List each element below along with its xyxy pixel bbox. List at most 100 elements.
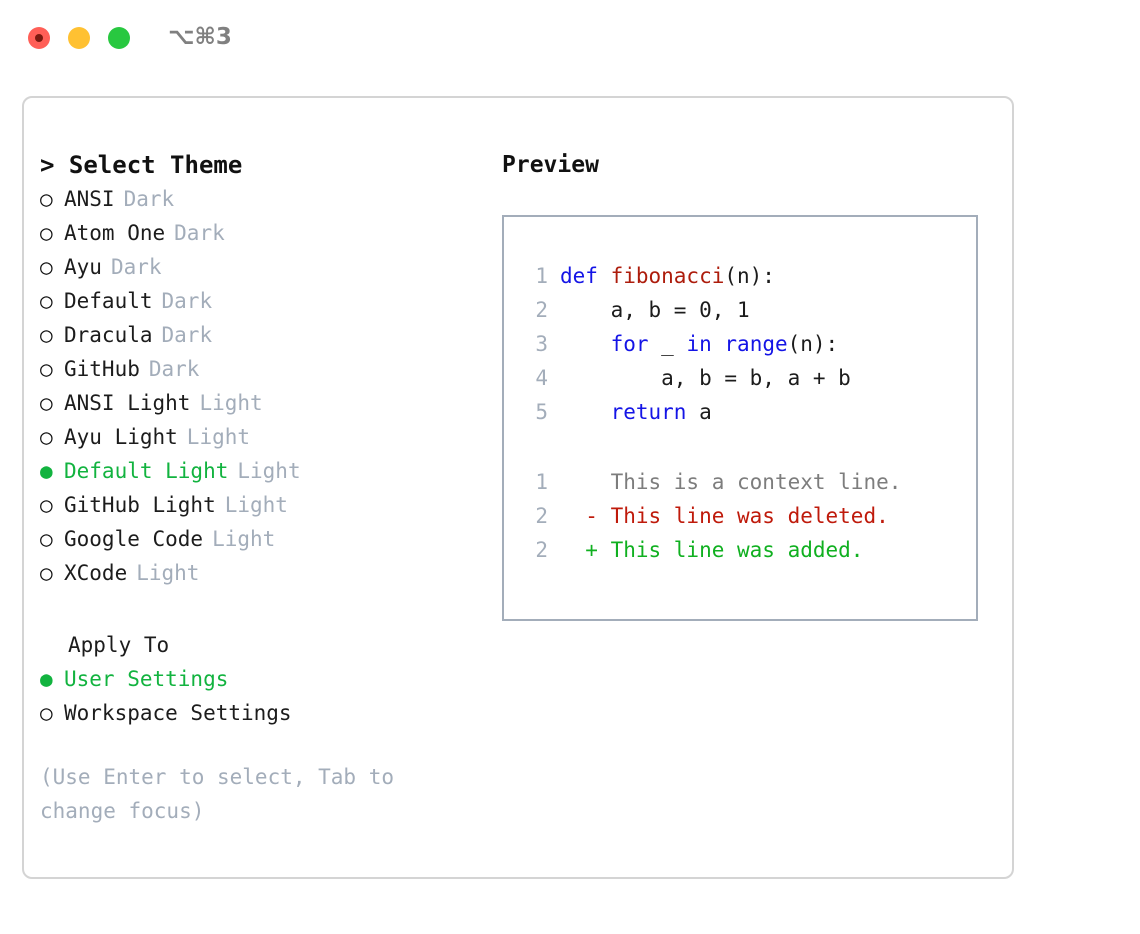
code-line: 4 a, b = b, a + b xyxy=(522,361,901,395)
theme-variant-badge: Light xyxy=(199,391,263,415)
code-token: a, b = b, a + b xyxy=(560,366,851,390)
radio-empty-icon: ○ xyxy=(40,701,53,725)
apply-to-list: ● User Settings ○ Workspace Settings xyxy=(40,662,490,730)
apply-to-option-label: Workspace Settings xyxy=(64,701,292,725)
diff-text: This line was deleted. xyxy=(610,504,889,528)
code-token: a xyxy=(686,400,712,424)
theme-option-xcode[interactable]: ○ XCode Light xyxy=(40,556,490,590)
preview-header: Preview xyxy=(502,152,599,178)
theme-option-label: Ayu Light xyxy=(64,425,178,449)
apply-to-option-workspace-settings[interactable]: ○ Workspace Settings xyxy=(40,696,490,730)
theme-option-ansi[interactable]: ○ ANSI Dark xyxy=(40,182,490,216)
theme-option-label: Dracula xyxy=(64,323,153,347)
section-spacer xyxy=(40,590,490,628)
code-line: 3 for _ in range(n): xyxy=(522,327,901,361)
theme-variant-badge: Light xyxy=(136,561,200,585)
select-theme-header: > Select Theme xyxy=(40,151,243,179)
diff-separator xyxy=(522,429,901,465)
theme-option-label: Atom One xyxy=(64,221,166,245)
radio-empty-icon: ○ xyxy=(40,493,53,517)
apply-to-option-label: User Settings xyxy=(64,667,229,691)
radio-empty-icon: ○ xyxy=(40,323,53,347)
theme-variant-badge: Light xyxy=(212,527,276,551)
theme-variant-badge: Dark xyxy=(161,289,213,313)
theme-option-label: ANSI Light xyxy=(64,391,191,415)
theme-option-label: Default xyxy=(64,289,153,313)
hint-spacer xyxy=(40,730,490,760)
theme-variant-badge: Dark xyxy=(123,187,175,211)
line-number: 5 xyxy=(535,400,548,424)
code-token: def xyxy=(560,264,611,288)
line-number: 2 xyxy=(535,298,548,322)
theme-option-label: GitHub Light xyxy=(64,493,216,517)
theme-variant-badge: Light xyxy=(186,425,251,449)
code-token: for xyxy=(610,332,649,356)
theme-variant-badge: Dark xyxy=(161,323,213,347)
apply-to-header: Apply To xyxy=(68,633,170,657)
code-token: (n): xyxy=(724,264,775,288)
keyboard-hint-text: (Use Enter to select, Tab to change focu… xyxy=(40,765,407,823)
diff-text: This is a context line. xyxy=(610,470,902,494)
code-token xyxy=(560,327,611,361)
code-token xyxy=(560,395,611,429)
window-controls xyxy=(28,27,130,49)
code-token: fibonacci xyxy=(610,264,725,288)
diff-marker: + xyxy=(560,538,611,562)
line-number: 2 xyxy=(535,504,548,528)
theme-option-atom-one[interactable]: ○ Atom One Dark xyxy=(40,216,490,250)
maximize-button[interactable] xyxy=(108,27,130,49)
radio-empty-icon: ○ xyxy=(40,561,53,585)
theme-option-dracula[interactable]: ○ Dracula Dark xyxy=(40,318,490,352)
diff-line-ctx: 1 This is a context line. xyxy=(522,465,901,499)
minimize-button[interactable] xyxy=(68,27,90,49)
theme-option-default[interactable]: ○ Default Dark xyxy=(40,284,490,318)
apply-to-option-user-settings[interactable]: ● User Settings xyxy=(40,662,490,696)
theme-option-label: GitHub xyxy=(64,357,140,381)
theme-variant-badge: Dark xyxy=(148,357,200,381)
code-token: a, b = 0, 1 xyxy=(560,298,750,322)
code-line: 2 a, b = 0, 1 xyxy=(522,293,901,327)
theme-option-ansi-light[interactable]: ○ ANSI Light Light xyxy=(40,386,490,420)
theme-option-label: XCode xyxy=(64,561,128,585)
theme-option-label: Google Code xyxy=(64,527,204,551)
theme-option-label: Ayu xyxy=(64,255,102,279)
code-line: 1 def fibonacci(n): xyxy=(522,259,901,293)
code-token: _ xyxy=(648,332,687,356)
radio-empty-icon: ○ xyxy=(40,425,53,449)
code-line: 5 return a xyxy=(522,395,901,429)
theme-variant-badge: Light xyxy=(237,459,301,483)
theme-variant-badge: Dark xyxy=(174,221,225,245)
code-token xyxy=(712,327,725,361)
radio-empty-icon: ○ xyxy=(40,391,53,415)
diff-marker xyxy=(560,465,611,499)
keyboard-shortcut-label: ⌥⌘3 xyxy=(168,24,232,50)
code-token: (n): xyxy=(787,332,839,356)
line-number: 4 xyxy=(535,366,548,390)
radio-empty-icon: ○ xyxy=(40,221,53,245)
line-number: 1 xyxy=(535,264,548,288)
line-number: 2 xyxy=(535,538,548,562)
theme-variant-badge: Dark xyxy=(110,255,162,279)
line-number: 3 xyxy=(535,332,548,356)
theme-option-label: ANSI xyxy=(64,187,115,211)
diff-line-del: 2 - This line was deleted. xyxy=(522,499,901,533)
theme-option-ayu-light[interactable]: ○ Ayu Light Light xyxy=(40,420,490,454)
radio-empty-icon: ○ xyxy=(40,187,53,211)
close-button[interactable] xyxy=(28,27,50,49)
radio-selected-icon: ● xyxy=(40,667,53,691)
diff-marker: - xyxy=(560,504,611,528)
code-token: in xyxy=(686,332,712,356)
radio-empty-icon: ○ xyxy=(40,289,53,313)
